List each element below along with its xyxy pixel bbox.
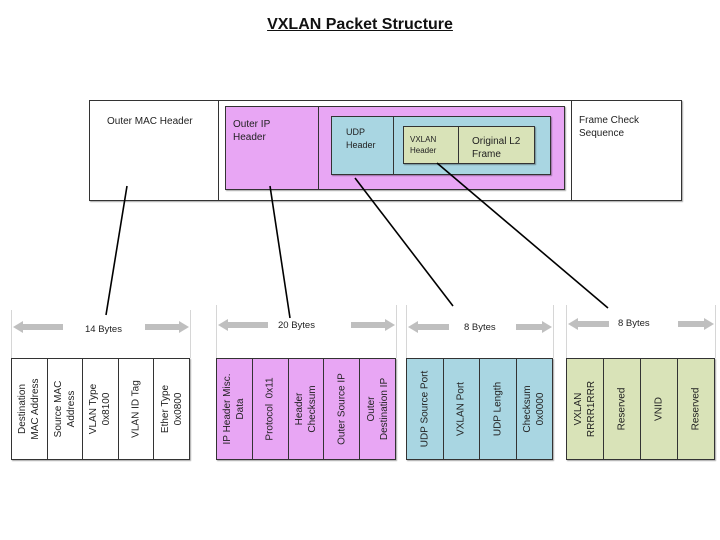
field-cell: VNID	[641, 359, 678, 459]
field-cell: Reserved	[678, 359, 714, 459]
vxlan-divider	[458, 127, 459, 163]
outer-mac-header-label: Outer MAC Header	[107, 116, 193, 127]
fcs-label: Frame Check Sequence	[579, 115, 640, 139]
field-cell: Header Checksum	[289, 359, 325, 459]
byte-size-label: 20 Bytes	[278, 320, 315, 331]
outer-ip-divider	[318, 107, 319, 189]
fcs-section: Frame Check Sequence	[571, 100, 682, 201]
diagram-title: VXLAN Packet Structure	[267, 16, 453, 33]
vxlan-header-label: VXLAN Header	[410, 135, 437, 155]
right-arrow-icon	[678, 318, 714, 330]
connector-ip	[269, 185, 291, 319]
bracket-right	[553, 305, 554, 358]
field-label: Reserved	[690, 387, 702, 431]
bracket-left	[566, 305, 567, 358]
right-arrow-icon	[516, 321, 552, 333]
field-label: VXLAN RRRR1RRR	[573, 380, 597, 438]
bracket-right	[190, 310, 191, 358]
left-arrow-icon	[568, 318, 609, 330]
field-label: VNID	[653, 397, 665, 421]
field-cell: Source MAC Address	[48, 359, 84, 459]
bracket-left	[406, 305, 407, 358]
udp-header-label: UDP Header	[346, 127, 376, 150]
byte-size-label: 8 Bytes	[464, 322, 496, 333]
vxlan-header-section: VXLAN Header Original L2 Frame	[403, 126, 535, 164]
connector-vxlan	[436, 162, 609, 309]
field-cell: IP Header Misc. Data	[217, 359, 253, 459]
outer-mac-header-section: Outer MAC Header	[89, 100, 219, 201]
field-cell: Protocol 0x11	[253, 359, 289, 459]
field-cell: VLAN Type 0x8100	[83, 359, 119, 459]
field-table-vxlan: VXLAN RRRR1RRR Reserved VNID Reserved	[566, 358, 715, 460]
left-arrow-icon	[218, 319, 268, 331]
byte-size-label: 14 Bytes	[85, 324, 122, 335]
field-cell: VLAN ID Tag	[119, 359, 155, 459]
field-cell: Outer Source IP	[324, 359, 361, 459]
right-arrow-icon	[145, 321, 189, 333]
connector-mac	[105, 185, 128, 316]
bracket-left	[11, 310, 12, 358]
field-cell: VXLAN RRRR1RRR	[567, 359, 604, 459]
bracket-left	[216, 305, 217, 358]
field-cell: UDP Length	[480, 359, 517, 459]
bracket-right	[715, 305, 716, 358]
byte-size-label: 8 Bytes	[618, 318, 650, 329]
left-arrow-icon	[408, 321, 449, 333]
original-l2-frame-label: Original L2 Frame	[472, 136, 521, 160]
field-cell: VXLAN Port	[444, 359, 480, 459]
connector-udp	[354, 177, 454, 307]
field-cell: Reserved	[604, 359, 641, 459]
left-arrow-icon	[13, 321, 63, 333]
bracket-right	[396, 305, 397, 358]
right-arrow-icon	[351, 319, 395, 331]
field-cell: UDP Source Port	[407, 359, 444, 459]
field-cell: Destination MAC Address	[12, 359, 48, 459]
udp-divider	[393, 117, 394, 174]
outer-ip-header-label: Outer IP Header	[233, 119, 271, 143]
field-label: Reserved	[616, 387, 628, 431]
